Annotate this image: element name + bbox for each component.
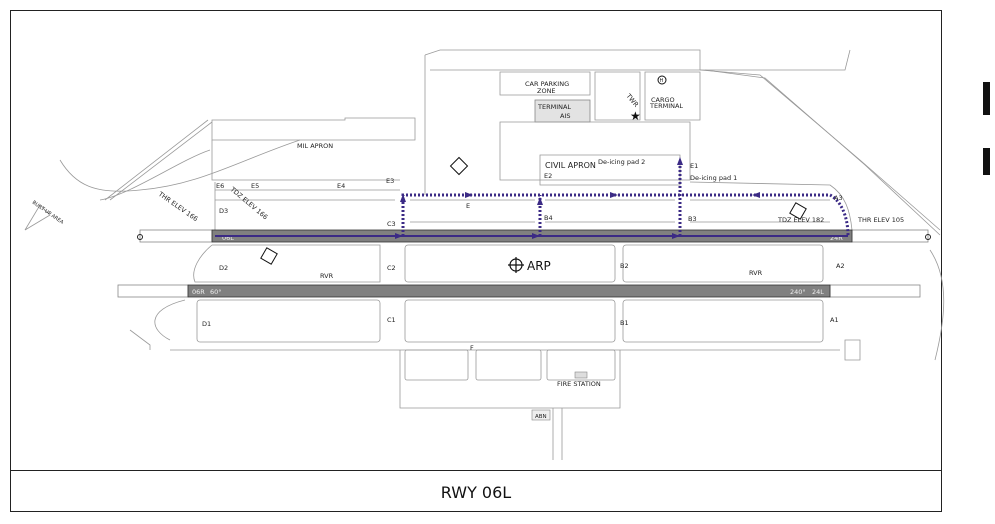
- road: [104, 119, 213, 201]
- structure: [129, 329, 861, 361]
- taxiway-label-e5: E5: [251, 182, 259, 190]
- taxi-route-dotted: [538, 160, 682, 236]
- margin-bar: [983, 82, 990, 115]
- cargo-area-outline: [594, 71, 701, 121]
- field-block: [404, 299, 616, 343]
- taxiway-label-c2: C2: [387, 264, 396, 272]
- field-block: [404, 349, 469, 381]
- rwy-24r-stopway: [851, 229, 929, 243]
- taxiway-label-e4: E4: [337, 182, 345, 190]
- mil-apron-label: MIL APRON: [297, 142, 333, 150]
- built-up-area-label: BUILT-UP AREA: [31, 200, 65, 226]
- civil-apron-label: CIVIL APRON: [545, 161, 596, 170]
- taxiway-label-b4: B4: [544, 214, 553, 222]
- deicing-pad-1-label: De-icing pad 1: [690, 174, 737, 182]
- terminal-label: TERMINAL: [537, 103, 571, 111]
- field-block: [622, 299, 824, 343]
- cargo-label: CARGO: [651, 96, 675, 104]
- taxiway-label-e1: E1: [690, 162, 698, 170]
- field-block: [475, 349, 542, 381]
- arp-icon: [508, 257, 524, 273]
- taxiway-f-edge: [154, 299, 840, 351]
- car-parking-outline: [499, 71, 591, 96]
- runway-06r-24l: [187, 284, 831, 298]
- taxiway-label-e3: E3: [386, 177, 394, 185]
- runway-caption: RWY 06L: [10, 470, 942, 513]
- rwy-24l-designator: 24L: [812, 288, 824, 296]
- taxiway-label-b3: B3: [688, 215, 697, 223]
- heading-240: 240°: [790, 288, 806, 296]
- taxiway-label-e: E: [466, 202, 470, 210]
- margin-bar: [983, 148, 990, 175]
- abn-label: ABN: [535, 414, 547, 420]
- rvr-label: RVR: [749, 269, 763, 277]
- field-block: [193, 244, 381, 283]
- wind-direction-indicator-icon: [789, 202, 807, 220]
- ais-label: AIS: [560, 112, 571, 120]
- road: [99, 149, 211, 201]
- perimeter-road: [929, 249, 945, 361]
- taxiway-edge: [214, 182, 400, 230]
- road: [59, 139, 301, 192]
- rwy-06l-approach-extension: [139, 229, 213, 243]
- service-road: [399, 350, 621, 460]
- route-arrow-icon: [395, 233, 680, 239]
- taxiway-label-e2: E2: [544, 172, 552, 180]
- taxiway-label-c1: C1: [387, 316, 396, 324]
- mil-apron-outline: [211, 117, 416, 141]
- mil-apron-outline: [211, 140, 400, 181]
- taxiway-label-d2: D2: [219, 264, 228, 272]
- tower-star-icon: ★: [630, 109, 641, 123]
- approach-light-icon: [137, 234, 143, 240]
- twr-label: TWR: [624, 91, 641, 109]
- car-parking-zone-label: ZONE: [537, 87, 556, 95]
- field-block: [404, 244, 616, 283]
- taxiway-label-d3: D3: [219, 207, 228, 215]
- car-parking-label: CAR PARKING: [525, 80, 569, 88]
- taxiway-label-f: F: [470, 344, 474, 352]
- fire-station-label: FIRE STATION: [557, 380, 601, 388]
- taxiway-label-a3: A3: [834, 194, 843, 202]
- heading-060: 60°: [210, 288, 222, 296]
- heliport-label: H: [660, 78, 664, 84]
- heliport-marker-icon: [449, 156, 469, 176]
- rwy-06r-approach-extension: [117, 284, 189, 298]
- heliport-icon: [657, 75, 667, 85]
- arp-label: ARP: [527, 259, 551, 273]
- taxiway-label-e6: E6: [216, 182, 224, 190]
- rwy-24r-designator: 24R: [830, 234, 843, 242]
- rwy-06l-designator: 06L: [222, 234, 234, 242]
- built-up-area-marker: [24, 204, 51, 231]
- taxiway-label-b1: B1: [620, 319, 629, 327]
- rwy-06r-designator: 06R: [192, 288, 205, 296]
- chart-frame: [10, 10, 942, 512]
- thr-elev-06l-label: THR ELEV 166: [156, 190, 199, 224]
- cargo-terminal-label: TERMINAL: [649, 102, 683, 110]
- field-block: [196, 299, 381, 343]
- taxiway-label-a1: A1: [830, 316, 839, 324]
- taxiway-label-a2: A2: [836, 262, 845, 270]
- civil-apron-outline: [499, 121, 691, 181]
- landside-outline: [424, 49, 851, 195]
- field-block: [546, 349, 616, 381]
- taxi-route-dotted: [401, 193, 850, 237]
- approach-light-icon: [925, 234, 931, 240]
- tdz-elev-24r-label: TDZ ELEV 182: [777, 216, 824, 224]
- fire-station-building: [574, 371, 588, 379]
- deicing-pad-2-label: De-icing pad 2: [598, 158, 645, 166]
- rvr-label: RVR: [320, 272, 334, 280]
- field-block: [622, 244, 824, 283]
- abn-box: [531, 409, 551, 421]
- taxiway-a3-edge: [689, 181, 853, 231]
- taxiway-label-c3: C3: [387, 220, 396, 228]
- wind-direction-indicator-icon: [260, 247, 278, 265]
- taxiway-label-d1: D1: [202, 320, 211, 328]
- perimeter-road: [699, 69, 941, 231]
- taxiway-label-b2: B2: [620, 262, 629, 270]
- thr-elev-24r-label: THR ELEV 105: [857, 216, 904, 224]
- perimeter-road: [704, 69, 941, 236]
- rwy-24l-stopway: [829, 284, 921, 298]
- deicing-pad-2: [539, 154, 681, 186]
